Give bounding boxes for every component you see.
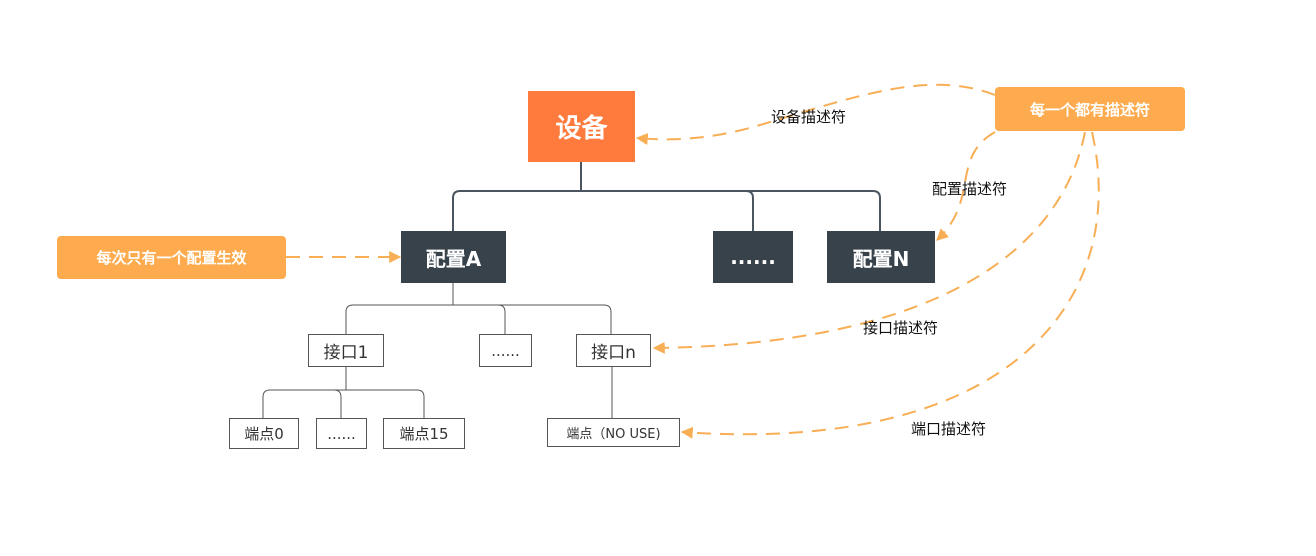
arrow-to-config-n (936, 131, 996, 241)
endpoint-ellipsis-node: ...... (316, 418, 367, 449)
config-a-node: 配置A (401, 231, 506, 283)
config-descriptor-label: 配置描述符 (932, 180, 1008, 198)
endpoint-descriptor-label: 端口描述符 (911, 420, 987, 438)
arrow-to-interface-n (652, 131, 1086, 354)
tree-lines (452, 162, 881, 231)
arrow-to-device (635, 83, 996, 145)
endpoint-0-node: 端点0 (229, 418, 299, 449)
endpoint-no-use-node: 端点（NO USE) (547, 418, 680, 447)
endpoint-bus-line (262, 389, 425, 418)
endpoint-mid-line (333, 389, 342, 418)
interface-n-node: 接口n (576, 334, 651, 367)
interface-1-node: 接口1 (308, 334, 384, 367)
config-bus-line (452, 190, 881, 231)
note-one-config-active: 每次只有一个配置生效 (57, 236, 286, 279)
arrow-to-endpoint (680, 131, 1100, 439)
subtree-lines (262, 283, 613, 418)
note-every-has-descriptor: 每一个都有描述符 (995, 87, 1185, 131)
descriptor-arrows (286, 83, 1100, 439)
interface-mid-line (497, 304, 506, 334)
device-descriptor-label: 设备描述符 (771, 108, 847, 126)
device-node: 设备 (528, 91, 635, 162)
config-mid-line (745, 190, 754, 231)
config-n-node: 配置N (827, 231, 935, 283)
interface-ellipsis-node: ...... (479, 334, 532, 367)
interface-bus-line (345, 304, 612, 334)
endpoint-15-node: 端点15 (383, 418, 465, 449)
interface-descriptor-label: 接口描述符 (863, 319, 939, 337)
config-ellipsis-node: ...... (713, 231, 793, 283)
